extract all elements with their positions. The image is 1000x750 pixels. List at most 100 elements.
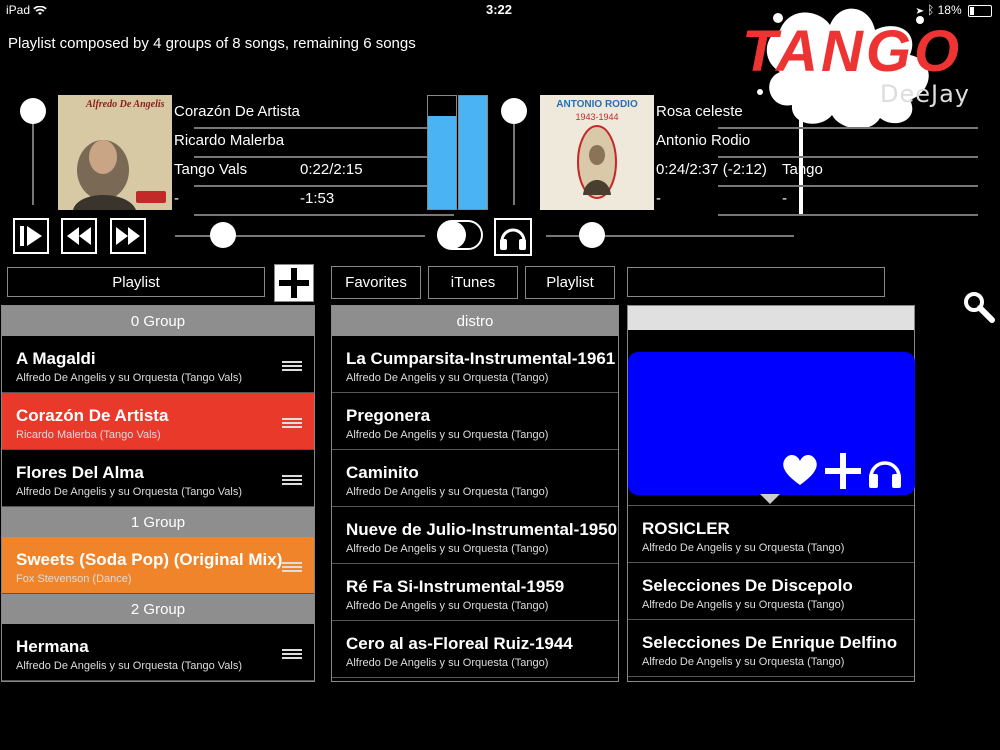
group-header[interactable]: 0 Group [2,306,314,336]
right-level-meter [458,95,488,210]
song-title: Selecciones De Enrique Delfino [642,633,898,652]
drag-handle-icon[interactable] [282,418,302,430]
left-track-title: Corazón De Artista [174,103,300,120]
left-playlist-tab[interactable]: Playlist [7,267,265,297]
search-icon[interactable] [962,290,996,324]
tab-favorites[interactable]: Favorites [331,266,421,299]
tab-playlist[interactable]: Playlist [525,266,615,299]
crossfade-toggle[interactable] [437,220,483,250]
fast-forward-button[interactable] [110,218,146,254]
right-track-artist: Antonio Rodio [656,132,751,149]
drag-handle-icon[interactable] [282,361,302,373]
left-volume-knob[interactable] [20,98,46,124]
song-subtitle: Alfredo De Angelis y su Orquesta (Tango) [346,600,549,612]
right-cover-artist: ANTONIO RODIO [556,99,638,110]
rewind-icon [67,227,91,245]
heart-icon[interactable] [781,453,819,487]
popup-pointer [760,494,780,504]
left-divider-4 [194,214,454,216]
battery-percent: 18% [937,3,962,17]
list-item[interactable]: Sweets (Soda Pop) (Original Mix)Fox Stev… [2,537,314,594]
add-icon[interactable] [825,453,861,489]
right-divider-1 [718,127,978,129]
drag-handle-icon[interactable] [282,649,302,661]
logo-deejay-text: DeeJay [880,80,970,108]
play-pause-button[interactable] [13,218,49,254]
song-subtitle: Alfredo De Angelis y su Orquesta (Tango) [346,543,549,555]
tango-deejay-logo: TANGO DeeJay [720,0,1000,215]
song-subtitle: Alfredo De Angelis y su Orquesta (Tango) [346,486,549,498]
status-right: ➤ ᛒ 18% [917,3,992,17]
right-progress-track [546,235,794,237]
search-results-panel[interactable]: ROSICLER Alfredo De Angelis y su Orquesta… [627,305,915,682]
add-group-button[interactable] [274,264,314,302]
library-header: distro [332,306,618,336]
list-item[interactable]: ROSICLER Alfredo De Angelis y su Orquesta… [628,506,914,563]
results-list[interactable]: ROSICLER Alfredo De Angelis y su Orquesta… [628,506,914,677]
right-album-cover: ANTONIO RODIO 1943-1944 [540,95,654,210]
logo-tango-text: TANGO [742,19,963,84]
song-subtitle: Alfredo De Angelis y su Orquesta (Tango) [346,657,549,669]
left-cover-artist: Alfredo De Angelis [86,99,165,110]
right-cover-years: 1943-1944 [575,112,619,122]
group-header[interactable]: 2 Group [2,594,314,624]
left-divider-3 [194,185,454,187]
drag-handle-icon[interactable] [282,562,302,574]
song-subtitle: Ricardo Malerba (Tango Vals) [16,429,161,441]
left-album-cover: Alfredo De Angelis [58,95,172,210]
preview-headphones-icon[interactable] [867,455,903,489]
right-volume-track [513,105,515,205]
headphones-button[interactable] [494,218,532,256]
headphones-icon [500,228,526,250]
left-volume-track [32,105,34,205]
song-title: La Cumparsita-Instrumental-1961 [346,349,616,368]
right-progress-knob[interactable] [579,222,605,248]
plus-icon [279,268,309,298]
play-pause-icon [20,226,42,246]
right-track-title: Rosa celeste [656,103,743,120]
song-subtitle: Alfredo De Angelis y su Orquesta (Tango) [642,656,845,668]
tab-itunes[interactable]: iTunes [428,266,518,299]
left-track-extra: - [174,190,179,207]
song-title: Sweets (Soda Pop) (Original Mix) [16,550,283,569]
status-left: iPad [6,3,48,17]
right-volume-knob[interactable] [501,98,527,124]
left-track-artist: Ricardo Malerba [174,132,285,149]
song-title: Corazón De Artista [16,406,169,425]
playlist-info: Playlist composed by 4 groups of 8 songs… [8,35,416,52]
left-divider-2 [194,156,454,158]
status-bar: iPad 3:22 ➤ ᛒ 18% [0,0,1000,20]
song-title: Caminito [346,463,419,482]
song-title: ROSICLER [642,519,730,538]
left-progress-knob[interactable] [210,222,236,248]
group-header[interactable]: 1 Group [2,507,314,537]
song-subtitle: Alfredo De Angelis y su Orquesta (Tango) [642,542,845,554]
results-top-row[interactable] [628,330,914,506]
left-level-meter [427,95,457,210]
song-subtitle: Alfredo De Angelis y su Orquesta (Tango … [16,660,243,672]
drag-handle-icon[interactable] [282,475,302,487]
battery-icon [968,4,992,17]
left-progress-track [175,235,425,237]
right-track-genre: Tango [782,161,823,178]
right-level-fill [459,96,487,209]
song-subtitle: Alfredo De Angelis y su Orquesta (Tango) [346,429,549,441]
search-field[interactable] [627,267,885,297]
rewind-button[interactable] [61,218,97,254]
status-time: 3:22 [486,2,513,17]
